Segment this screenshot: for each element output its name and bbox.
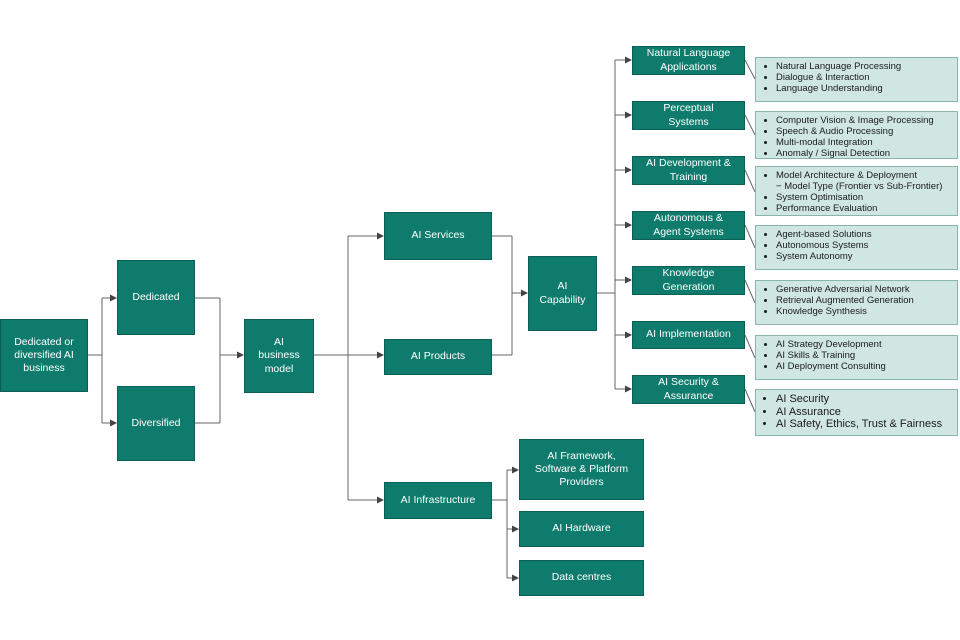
capability-natural-language-applications: Natural Language Applications	[632, 46, 745, 75]
list-item: Computer Vision & Image Processing	[776, 115, 953, 126]
capability-ai-development-training: AI Development & Training	[632, 156, 745, 185]
list-item: Anomaly / Signal Detection	[776, 148, 953, 159]
list-item: AI Security	[776, 393, 953, 406]
list-item: AI Deployment Consulting	[776, 361, 953, 372]
capability-ai-security-assurance: AI Security & Assurance	[632, 375, 745, 404]
list-item: AI Skills & Training	[776, 350, 953, 361]
capability-autonomous-agent-systems: Autonomous & Agent Systems	[632, 211, 745, 240]
infrastructure-child-label: AI Hardware	[552, 522, 611, 535]
detail-list-natural-language: Natural Language Processing Dialogue & I…	[755, 57, 958, 102]
infrastructure-child-label: Data centres	[551, 571, 612, 584]
ai-hardware-node: AI Hardware	[519, 511, 644, 547]
list-item: Speech & Audio Processing	[776, 126, 953, 137]
ai-products-node: AI Products	[384, 339, 492, 375]
ai-products-label: AI Products	[410, 350, 466, 363]
root-node: Dedicated or diversified AI business	[0, 319, 88, 392]
business-model-node: AI business model	[244, 319, 314, 393]
business-model-label: AI business model	[258, 336, 300, 375]
capability-label: AI Security & Assurance	[658, 376, 719, 402]
detail-list-implementation: AI Strategy Development AI Skills & Trai…	[755, 335, 958, 380]
list-item: System Optimisation	[776, 192, 953, 203]
ai-infrastructure-node: AI Infrastructure	[384, 482, 492, 519]
ai-framework-node: AI Framework, Software & Platform Provid…	[519, 439, 644, 500]
capability-knowledge-generation: Knowledge Generation	[632, 266, 745, 295]
list-item: Model Architecture & Deployment	[776, 170, 953, 181]
capability-ai-implementation: AI Implementation	[632, 321, 745, 349]
list-item: Natural Language Processing	[776, 61, 953, 72]
list-item: Language Understanding	[776, 83, 953, 94]
list-item: Agent-based Solutions	[776, 229, 953, 240]
ai-services-label: AI Services	[411, 229, 465, 242]
list-subitem: Model Type (Frontier vs Sub-Frontier)	[776, 181, 953, 192]
detail-list-development: Model Architecture & Deployment Model Ty…	[755, 166, 958, 216]
detail-list-perceptual: Computer Vision & Image Processing Speec…	[755, 111, 958, 159]
list-item: Performance Evaluation	[776, 203, 953, 214]
ai-services-node: AI Services	[384, 212, 492, 260]
detail-list-security: AI Security AI Assurance AI Safety, Ethi…	[755, 389, 958, 436]
list-item: Autonomous Systems	[776, 240, 953, 251]
diversified-node: Diversified	[117, 386, 195, 461]
infrastructure-child-label: AI Framework, Software & Platform Provid…	[534, 449, 629, 489]
detail-list-knowledge: Generative Adversarial Network Retrieval…	[755, 280, 958, 325]
list-item: AI Strategy Development	[776, 339, 953, 350]
root-label: Dedicated or diversified AI business	[14, 335, 74, 375]
list-item: Generative Adversarial Network	[776, 284, 953, 295]
capability-label: Autonomous & Agent Systems	[653, 212, 724, 238]
ai-capability-node: AI Capability	[528, 256, 597, 331]
detail-list-autonomous: Agent-based Solutions Autonomous Systems…	[755, 225, 958, 270]
list-item: Dialogue & Interaction	[776, 72, 953, 83]
capability-perceptual-systems: Perceptual Systems	[632, 101, 745, 130]
data-centres-node: Data centres	[519, 560, 644, 596]
list-item: System Autonomy	[776, 251, 953, 262]
ai-capability-label: AI Capability	[539, 280, 586, 306]
dedicated-node: Dedicated	[117, 260, 195, 335]
capability-label: AI Development & Training	[646, 157, 731, 183]
capability-label: Perceptual Systems	[663, 102, 714, 128]
dedicated-label: Dedicated	[132, 290, 180, 303]
list-item: Knowledge Synthesis	[776, 306, 953, 317]
list-item: AI Assurance	[776, 406, 953, 419]
capability-label: Knowledge Generation	[662, 267, 715, 293]
list-item: Retrieval Augmented Generation	[776, 295, 953, 306]
capability-label: AI Implementation	[646, 328, 731, 341]
list-item: Multi-modal Integration	[776, 137, 953, 148]
diversified-label: Diversified	[131, 416, 181, 429]
list-item: AI Safety, Ethics, Trust & Fairness	[776, 418, 953, 431]
ai-infrastructure-label: AI Infrastructure	[400, 493, 476, 506]
capability-label: Natural Language Applications	[646, 47, 731, 73]
